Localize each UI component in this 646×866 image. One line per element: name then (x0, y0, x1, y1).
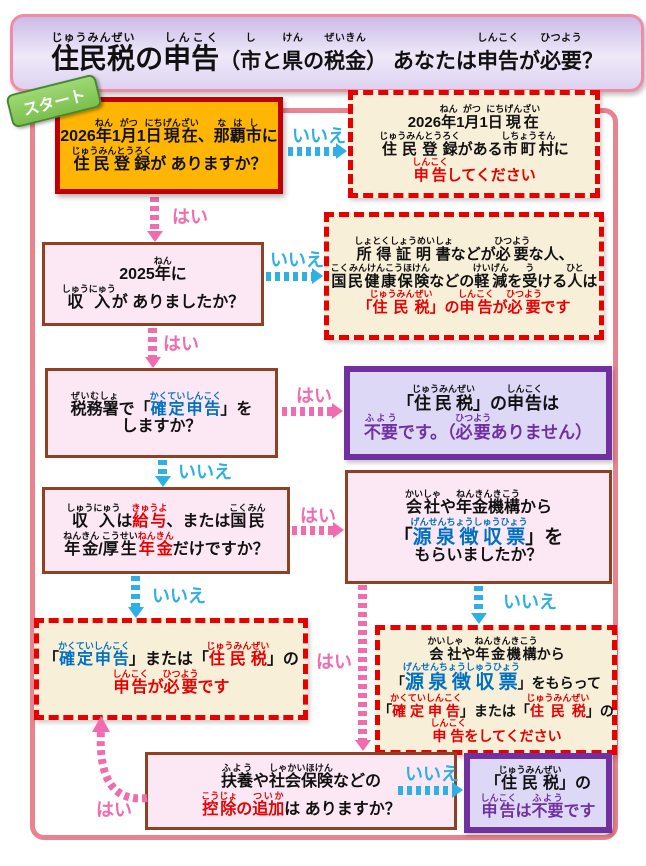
box-question-kakutei: 税務署ぜいむしょで「確定申告かくていしんこく」をしますか？ (45, 368, 278, 458)
text-line: しますか？ (121, 417, 202, 435)
label-no: いいえ (292, 126, 346, 146)
text-line: 収入しゅうにゅうが ありましたか？ (61, 284, 245, 311)
text-line: 控除こうじょの追加ついかは ありますか？ (201, 791, 401, 818)
box-juminzei-needed: 所得証明書しょとくしょうめいしょなどが必要ひつような人、国民健康保険こくみんけん… (324, 212, 604, 340)
label-yes: はい (296, 386, 332, 406)
label-yes: はい (300, 506, 336, 526)
box-file-in-city: 2026年ねん1月がつ1日にち現在げんざい住民登録じゅうみんとうろくがある市町村… (348, 90, 600, 198)
text-line: 住民登録じゅうみんとうろくがある市町村しちょうそんに (379, 130, 569, 158)
label-no: いいえ (405, 764, 459, 784)
text-line: 会社かいしゃや年金機構ねんきんきこうから (427, 636, 565, 662)
text-line: 税務署ぜいむしょで「確定申告かくていしんこく」を (70, 390, 253, 418)
text-line: 住民税じゅうみんぜいの申告しんこく（市しと県けんの税金ぜいきん） あなたは申告し… (51, 32, 603, 75)
text-line: 「源泉徴収票げんせんちょうしゅうひょう」を (393, 517, 564, 549)
box-get-gensen-and-file: 会社かいしゃや年金機構ねんきんきこうから「源泉徴収票げんせんちょうしゅうひょう」… (375, 625, 617, 755)
text-line: 年金ねんきん/厚生こうせい年金ねんきんだけですか？ (63, 530, 269, 558)
box-no-need-short: 「住民税じゅうみんぜい」の申告しんこくは不要ふようです (464, 753, 612, 833)
label-no: いいえ (270, 250, 324, 270)
text-line: 「確定申告かくていしんこく」または「住民税じゅうみんぜい」の (378, 692, 614, 719)
text-line: 申告しんこくは不要ふようです (480, 793, 596, 820)
text-line: 「源泉徴収票げんせんちょうしゅうひょう」をもらって (391, 661, 601, 693)
label-yes: はい (96, 800, 132, 820)
text-line: 国民健康保険こくみんけんこうほけんなどの軽減けいげんを受うける人ひとは (330, 262, 598, 290)
arrow-yes-right-1 (282, 403, 343, 419)
arrow-yes-right-2 (292, 522, 344, 538)
label-no: いいえ (178, 462, 232, 482)
label-yes: はい (172, 207, 208, 227)
box-question-salary-pension: 収入しゅうにゅうは給与きゅうよ、または国民こくみん年金ねんきん/厚生こうせい年金… (42, 487, 290, 574)
text-line: 2026年ねん1月がつ1日にち現在げんざい (407, 103, 541, 131)
flowchart-frame (30, 108, 618, 840)
arrow-no-down-1 (154, 460, 171, 487)
label-no: いいえ (503, 592, 557, 612)
text-line: 住民登録じゅうみんとうろくが ありますか？ (71, 145, 267, 173)
text-line: 収入しゅうにゅうは給与きゅうよ、または国民こくみん (66, 502, 266, 530)
text-line: 申告しんこくしてください (412, 157, 536, 185)
box-kakutei-or-juminzei-needed: 「確定申告かくていしんこく」または「住民税じゅうみんぜい」の申告しんこくが必要ひ… (34, 618, 308, 720)
label-no: いいえ (152, 586, 206, 606)
box-start-question: 2026年ねん1月がつ1日にち現在げんざい、那覇市なはしに住民登録じゅうみんとう… (55, 97, 283, 194)
arrow-yes-down-1 (146, 197, 163, 242)
text-line: 「住民税じゅうみんぜい」の (484, 765, 592, 793)
label-yes: はい (316, 652, 352, 672)
text-line: 申告しんこくをしてください (430, 718, 562, 745)
arrow-no-down-2 (127, 576, 144, 618)
arrow-yes-down-2 (144, 328, 161, 368)
box-no-need-full: 「住民税じゅうみんぜい」の申告しんこくは不要ふようです。（必要ひつようありません… (344, 366, 612, 460)
arrow-yes-down-long (354, 585, 371, 751)
text-line: 「住民税じゅうみんぜい」の申告しんこくは (396, 384, 560, 414)
arrow-no-down-3 (470, 586, 487, 624)
label-yes: はい (163, 334, 199, 354)
text-line: 「住民税じゅうみんぜい」の申告しんこくが必要ひつようです (357, 289, 571, 317)
text-line: 2026年ねん1月がつ1日にち現在げんざい、那覇市なはしに (60, 117, 278, 145)
text-line: 所得証明書しょとくしょうめいしょなどが必要ひつような人、 (354, 235, 574, 263)
text-line: 「確定申告かくていしんこく」または「住民税じゅうみんぜい」の (43, 641, 299, 669)
box-question-deductions: 扶養ふようや社会保険しゃかいほけんなどの控除こうじょの追加ついかは ありますか？ (145, 752, 457, 830)
page-title: 住民税じゅうみんぜいの申告しんこく（市しと県けんの税金ぜいきん） あなたは申告し… (10, 14, 644, 92)
arrow-no-right-1 (288, 143, 347, 159)
box-question-income-2025: 2025年ねんに収入しゅうにゅうが ありましたか？ (42, 242, 264, 326)
text-line: もらいましたか？ (414, 546, 543, 564)
text-line: 申告しんこくが必要ひつようです (112, 669, 230, 696)
text-line: 2025年ねんに (119, 256, 187, 284)
text-line: 会社かいしゃや年金機構ねんきんきこうから (404, 489, 553, 517)
arrow-no-right-3 (398, 782, 463, 798)
arrow-yes-curved (92, 716, 148, 803)
box-question-gensen: 会社かいしゃや年金機構ねんきんきこうから「源泉徴収票げんせんちょうしゅうひょう」… (345, 470, 612, 584)
text-line: 扶養ふようや社会保険しゃかいほけんなどの (220, 763, 382, 791)
text-line: 不要ふようです。（必要ひつようありません） (363, 413, 593, 442)
arrow-no-right-2 (266, 268, 323, 284)
